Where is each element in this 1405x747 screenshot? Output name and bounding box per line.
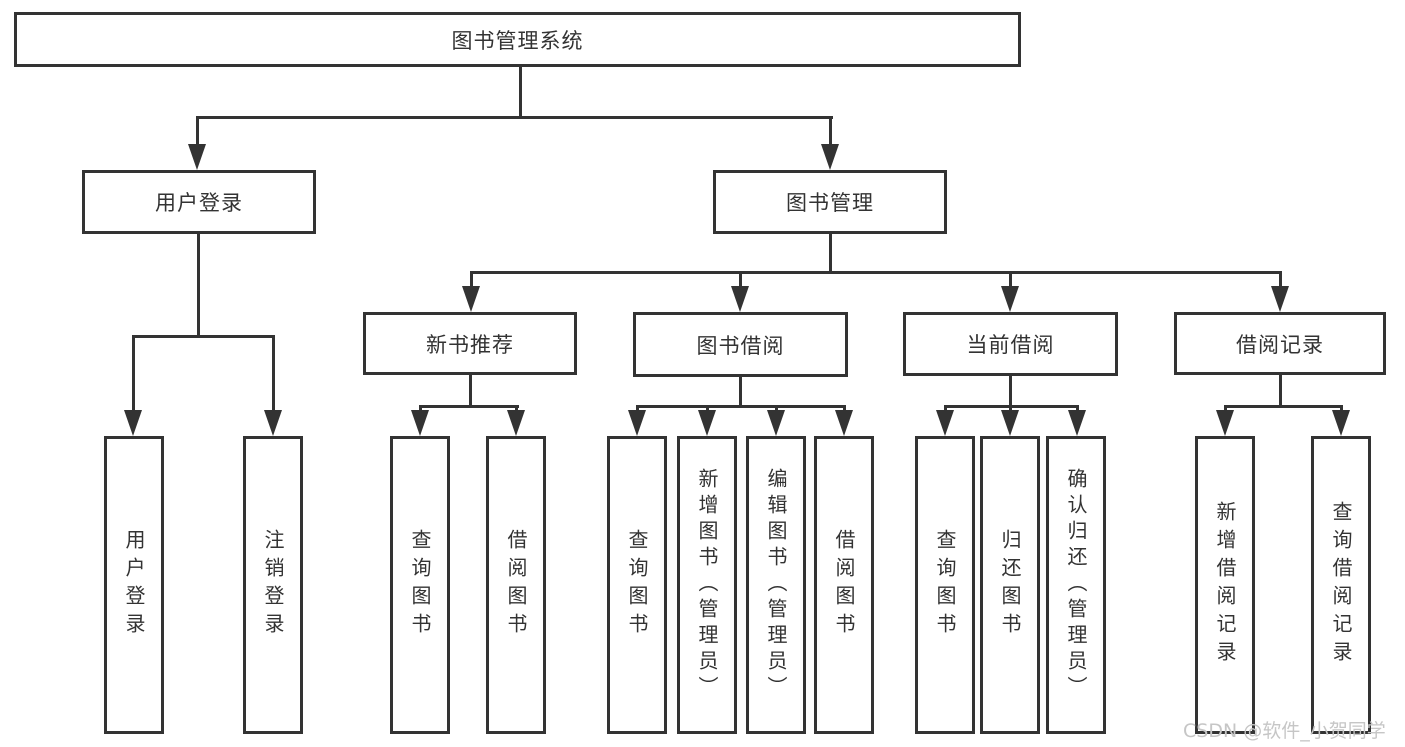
csdn-watermark: CSDN @软件_小贺同学 — [1183, 720, 1386, 742]
leaf-bb-query-books: 查询图书 — [607, 436, 667, 734]
connector-line — [272, 335, 275, 412]
connector-line — [1279, 375, 1282, 408]
connector-line — [739, 377, 742, 408]
arrow-down-icon — [462, 286, 480, 312]
leaf-bb-borrow-books: 借阅图书 — [814, 436, 874, 734]
leaf-br-add-record: 新增借阅记录 — [1195, 436, 1255, 734]
node-book-management: 图书管理 — [713, 170, 947, 234]
arrow-down-icon — [767, 410, 785, 436]
connector-line — [944, 405, 947, 414]
connector-line — [775, 405, 778, 414]
connector-line — [419, 405, 422, 414]
node-current-borrow: 当前借阅 — [903, 312, 1118, 376]
arrow-down-icon — [507, 410, 525, 436]
arrow-down-icon — [124, 410, 142, 436]
leaf-logout-login: 注销登录 — [243, 436, 303, 734]
leaf-cb-confirm-return-admin: 确认归还（管理员） — [1046, 436, 1106, 734]
node-new-book-recommend: 新书推荐 — [363, 312, 577, 375]
arrow-down-icon — [1216, 410, 1234, 436]
node-borrow-records: 借阅记录 — [1174, 312, 1386, 375]
connector-line — [1009, 271, 1012, 288]
leaf-nb-borrow-books: 借阅图书 — [486, 436, 546, 734]
connector-line — [196, 116, 833, 119]
arrow-down-icon — [731, 286, 749, 312]
arrow-down-icon — [1332, 410, 1350, 436]
arrow-down-icon — [1068, 410, 1086, 436]
leaf-bb-edit-books-admin: 编辑图书（管理员） — [746, 436, 806, 734]
arrow-down-icon — [264, 410, 282, 436]
leaf-cb-return-books: 归还图书 — [980, 436, 1040, 734]
arrow-down-icon — [835, 410, 853, 436]
node-user-login: 用户登录 — [82, 170, 316, 234]
connector-line — [419, 405, 519, 408]
leaf-br-query-record: 查询借阅记录 — [1311, 436, 1371, 734]
arrow-down-icon — [628, 410, 646, 436]
leaf-nb-query-books: 查询图书 — [390, 436, 450, 734]
connector-line — [1009, 375, 1012, 408]
connector-line — [519, 67, 522, 118]
leaf-cb-query-books: 查询图书 — [915, 436, 975, 734]
connector-line — [706, 405, 709, 414]
leaf-bb-add-books-admin: 新增图书（管理员） — [677, 436, 737, 734]
connector-line — [470, 271, 1282, 274]
arrow-down-icon — [1001, 286, 1019, 312]
connector-line — [196, 116, 199, 146]
connector-line — [1279, 271, 1282, 288]
connector-line — [636, 405, 846, 408]
arrow-down-icon — [936, 410, 954, 436]
connector-line — [843, 405, 846, 414]
arrow-down-icon — [1001, 410, 1019, 436]
arrow-down-icon — [188, 144, 206, 170]
connector-line — [1224, 405, 1227, 414]
connector-line — [132, 335, 275, 338]
connector-line — [1224, 405, 1343, 408]
connector-line — [829, 234, 832, 274]
connector-line — [636, 405, 639, 414]
node-root-system: 图书管理系统 — [14, 12, 1021, 67]
connector-line — [515, 405, 518, 414]
arrow-down-icon — [698, 410, 716, 436]
node-book-borrow: 图书借阅 — [633, 312, 848, 377]
connector-line — [197, 234, 200, 338]
arrow-down-icon — [821, 144, 839, 170]
connector-line — [739, 271, 742, 288]
connector-line — [132, 335, 135, 412]
connector-line — [829, 116, 832, 146]
connector-line — [1076, 405, 1079, 414]
connector-line — [1340, 405, 1343, 414]
connector-line — [469, 375, 472, 408]
arrow-down-icon — [411, 410, 429, 436]
leaf-user-login: 用户登录 — [104, 436, 164, 734]
connector-line — [470, 271, 473, 288]
arrow-down-icon — [1271, 286, 1289, 312]
connector-line — [1009, 405, 1012, 414]
